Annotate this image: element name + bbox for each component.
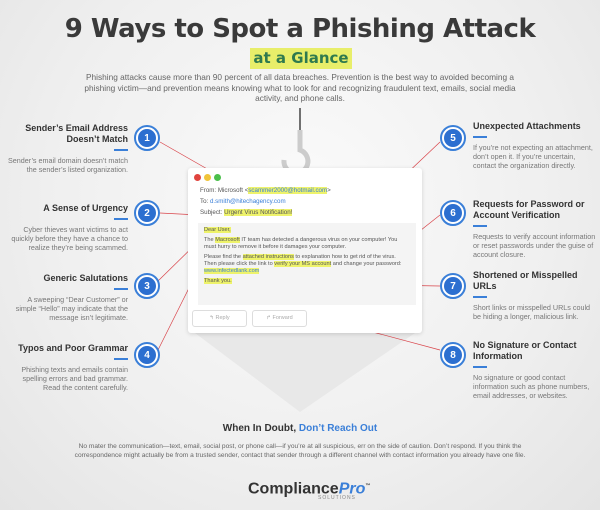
subtitle: at a Glance <box>250 48 352 69</box>
number-badge-2: 2 <box>134 200 160 226</box>
number-badge-3: 3 <box>134 273 160 299</box>
envelope-shape <box>195 333 415 412</box>
number-badge-7: 7 <box>440 273 466 299</box>
number-badge-4: 4 <box>134 342 160 368</box>
number-badge-8: 8 <box>440 342 466 368</box>
number-badge-5: 5 <box>440 125 466 151</box>
hook-icon <box>281 130 311 176</box>
suspicious-link[interactable]: www.infectedlank.com <box>204 268 260 274</box>
footer-text: No mater the communication—text, email, … <box>74 443 526 459</box>
email-subject: Subject: Urgent Virus Notification! <box>200 209 293 216</box>
email-window: From: Microsoft <scammer2000@hotmail.com… <box>188 168 422 333</box>
forward-button[interactable]: ↱ Forward <box>252 310 307 327</box>
reply-button[interactable]: ↰ Reply <box>192 310 247 327</box>
minimize-dot-icon <box>204 174 211 181</box>
number-badge-1: 1 <box>134 125 160 151</box>
email-from: From: Microsoft <scammer2000@hotmail.com… <box>200 187 331 194</box>
page-title: 9 Ways to Spot a Phishing Attack <box>64 14 536 44</box>
email-to: To: d.smith@hitechagency.com <box>200 198 286 205</box>
doubt-heading: When In Doubt, Don’t Reach Out <box>222 423 378 434</box>
number-badge-6: 6 <box>440 200 466 226</box>
email-body: Dear User, The Macrosoft IT team has det… <box>198 223 416 305</box>
intro-text: Phishing attacks cause more than 90 perc… <box>84 72 516 103</box>
maximize-dot-icon <box>214 174 221 181</box>
forward-icon: ↱ <box>266 315 273 321</box>
item-6: Requests for Password or Account Verific… <box>473 199 596 259</box>
close-dot-icon <box>194 174 201 181</box>
reply-icon: ↰ <box>209 315 216 321</box>
